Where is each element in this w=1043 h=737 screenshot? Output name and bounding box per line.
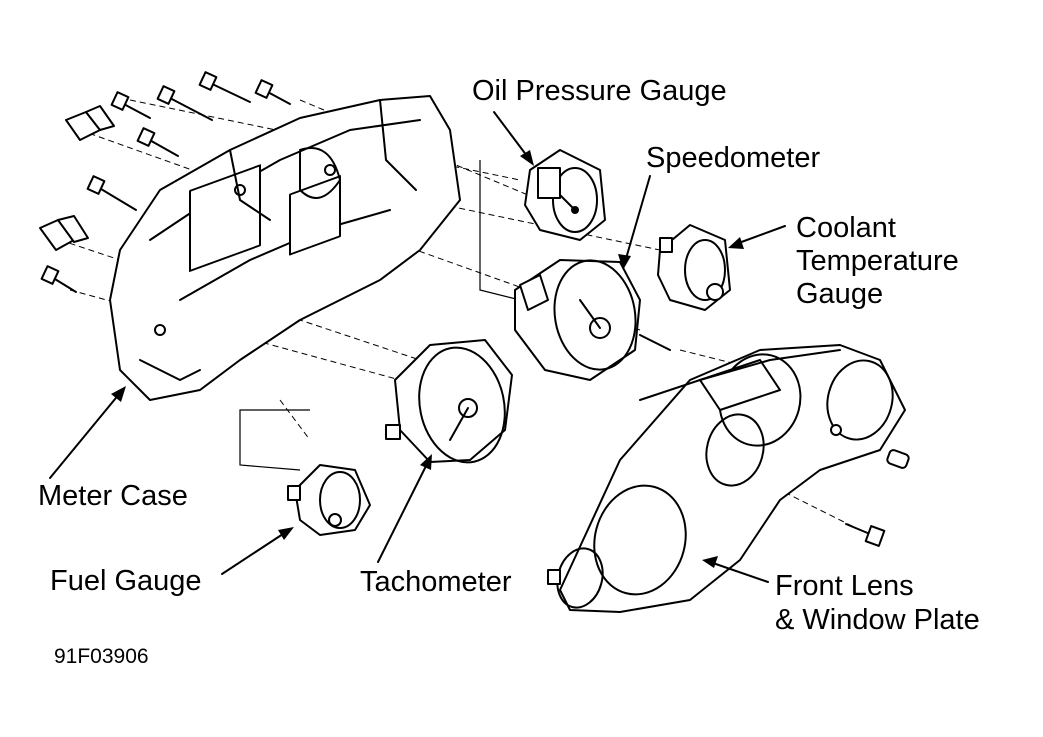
fasteners-right [830, 424, 910, 547]
front-lens-drawing [547, 344, 906, 613]
bulb-socket-upper [65, 105, 115, 141]
label-tachometer: Tachometer [360, 566, 512, 598]
meter-case-drawing [109, 95, 461, 401]
screw-row-top [40, 71, 291, 293]
fuel-gauge-drawing [287, 464, 371, 536]
oil-pressure-gauge-drawing [524, 149, 606, 241]
figure-code: 91F03906 [54, 645, 149, 668]
tachometer-drawing [385, 339, 513, 464]
label-fuel-gauge: Fuel Gauge [50, 565, 202, 597]
label-speedometer: Speedometer [646, 142, 821, 174]
speedometer-drawing [514, 259, 671, 381]
label-coolant-line1: Coolant [796, 212, 896, 244]
label-front-lens-line1: Front Lens [775, 570, 914, 602]
label-oil-pressure-gauge: Oil Pressure Gauge [472, 75, 727, 107]
label-meter-case: Meter Case [38, 480, 188, 512]
bulb-socket-lower [39, 215, 89, 251]
screws-and-bulbs [39, 71, 291, 293]
label-front-lens-line2: & Window Plate [775, 604, 980, 636]
label-coolant-line2: Temperature [796, 245, 959, 277]
coolant-gauge-drawing [657, 224, 731, 311]
leader-arrows [49, 111, 786, 583]
label-coolant-line3: Gauge [796, 278, 884, 310]
